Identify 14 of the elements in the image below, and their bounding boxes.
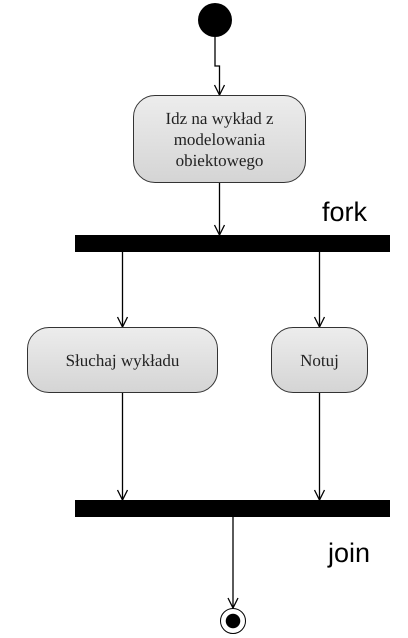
action-node: Idz na wykład z modelowania obiektowego	[133, 95, 306, 183]
action-node: Słuchaj wykładu	[27, 327, 218, 393]
arrow	[214, 183, 226, 236]
arrow	[116, 252, 128, 328]
bar-caption: fork	[322, 197, 368, 228]
arrow	[227, 517, 239, 609]
final-node	[220, 608, 246, 634]
action-node: Notuj	[271, 327, 368, 393]
arrow	[314, 393, 326, 501]
initial-node	[198, 3, 232, 37]
arrow	[116, 393, 128, 501]
arrow	[314, 252, 326, 328]
bar-caption: join	[328, 538, 370, 569]
arrow	[214, 37, 226, 96]
